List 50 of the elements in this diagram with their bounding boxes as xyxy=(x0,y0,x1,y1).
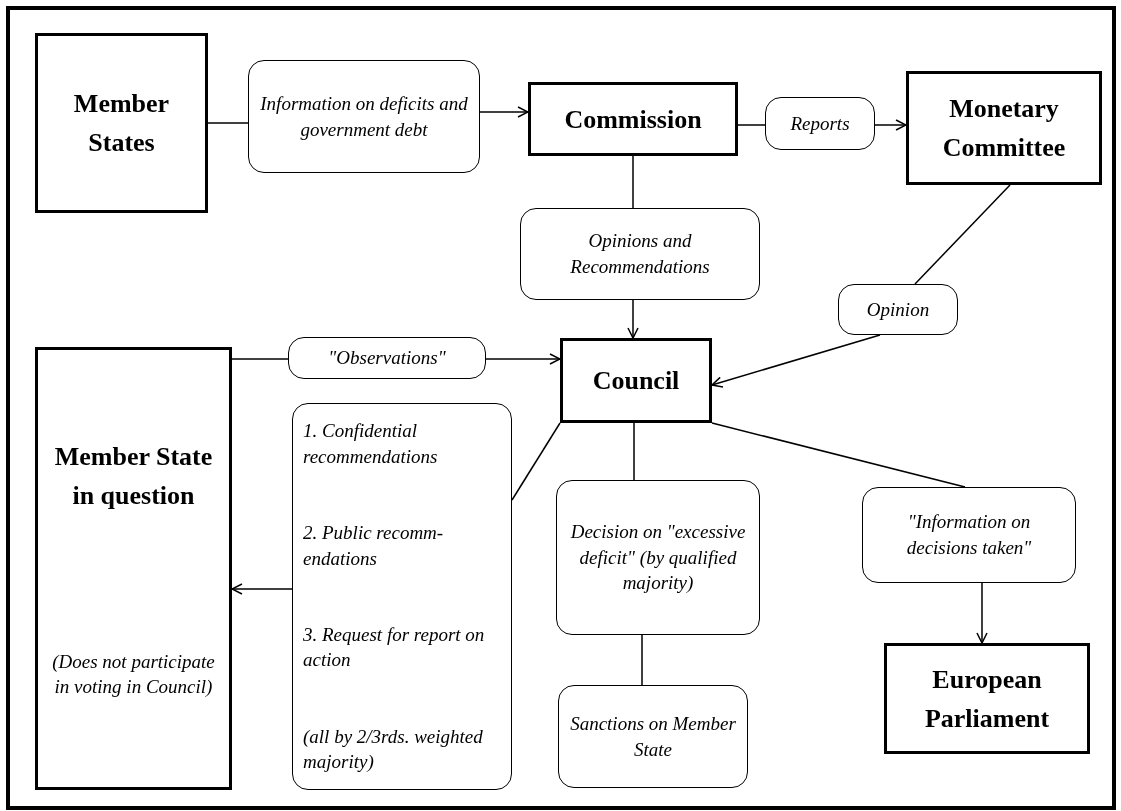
note-box xyxy=(558,685,748,788)
box-title: European Parliament xyxy=(923,663,1051,735)
box-text: 1. Confidential recommendations xyxy=(303,419,439,469)
note-box xyxy=(292,403,512,790)
note-box xyxy=(765,97,875,150)
box-text: Sanctions on Member State xyxy=(569,711,737,762)
box-text: 3. Request for report on action xyxy=(303,622,486,673)
connector-line xyxy=(641,634,643,686)
box-text: Opinions and Recommendations xyxy=(569,229,711,279)
arrow xyxy=(874,119,907,131)
entity-box xyxy=(560,338,712,423)
note-box xyxy=(248,60,480,173)
box-text: Information on deficits and government debt xyxy=(259,91,469,142)
connector-line xyxy=(914,184,1011,285)
box-title: Member States xyxy=(72,88,171,159)
arrow xyxy=(711,334,881,388)
entity-box xyxy=(35,33,208,213)
note-box xyxy=(556,480,760,635)
arrow xyxy=(976,582,988,644)
box-text: 2. Public recomm-endations xyxy=(303,520,445,571)
arrow xyxy=(479,106,529,118)
entity-box xyxy=(528,82,738,156)
connector-line xyxy=(633,422,635,481)
box-text: "Information on decisions taken" xyxy=(905,510,1033,560)
connector-line xyxy=(711,422,966,488)
box-title: Commission xyxy=(564,103,702,136)
box-text: Reports xyxy=(790,111,850,136)
box-text: Decision on "excessive deficit" (by qualified majority) xyxy=(569,520,747,596)
arrow xyxy=(627,299,639,339)
arrow xyxy=(485,353,561,365)
box-text: (all by 2/3rds. weighted majority) xyxy=(303,724,484,775)
note-box xyxy=(862,487,1076,583)
arrow xyxy=(231,583,293,595)
entity-box xyxy=(35,347,232,790)
connector-line xyxy=(231,358,289,360)
box-title: Member State in question xyxy=(53,440,214,512)
entity-box xyxy=(906,71,1102,185)
box-title: Council xyxy=(592,365,680,397)
connector-line xyxy=(511,422,561,501)
note-box xyxy=(838,284,958,335)
box-title: Monetary Committee xyxy=(941,93,1067,164)
connector-line xyxy=(207,122,249,124)
connector-line xyxy=(632,155,634,209)
note-box xyxy=(288,337,486,379)
box-text: Opinion xyxy=(866,297,930,322)
box-text: "Observations" xyxy=(328,346,446,371)
box-text: (Does not participate in voting in Council) xyxy=(51,649,216,700)
note-box xyxy=(520,208,760,300)
connector-line xyxy=(737,124,766,126)
entity-box xyxy=(884,643,1090,754)
